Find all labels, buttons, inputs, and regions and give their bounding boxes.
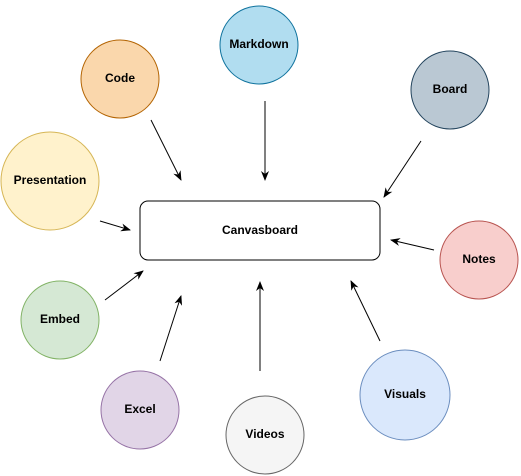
- node-presentation[interactable]: Presentation: [0, 131, 100, 231]
- edge-board-to-canvasboard: [383, 140, 422, 198]
- node-presentation-circle[interactable]: [0, 131, 100, 231]
- node-embed-label: Embed: [40, 312, 80, 326]
- node-notes-label: Notes: [462, 252, 496, 266]
- node-videos[interactable]: Videos: [225, 395, 305, 475]
- node-embed[interactable]: Embed: [20, 280, 100, 360]
- node-excel[interactable]: Excel: [100, 370, 180, 450]
- edge-notes-to-canvasboard: [390, 238, 435, 251]
- edge-excel-to-canvasboard: [159, 295, 183, 362]
- node-visuals-label: Visuals: [384, 387, 426, 401]
- node-videos-label: Videos: [245, 427, 284, 441]
- node-presentation-label: Presentation: [14, 173, 87, 187]
- node-visuals-circle[interactable]: [359, 349, 451, 441]
- node-board-label: Board: [433, 82, 468, 96]
- center-node[interactable]: Canvasboard: [139, 200, 381, 261]
- node-excel-label: Excel: [124, 402, 155, 416]
- node-notes-circle[interactable]: [439, 220, 519, 300]
- node-code-label: Code: [105, 71, 135, 85]
- node-markdown-circle[interactable]: [219, 5, 299, 85]
- center-node-box[interactable]: [139, 200, 381, 261]
- edge-visuals-to-canvasboard: [350, 280, 381, 342]
- node-excel-circle[interactable]: [100, 370, 180, 450]
- center-node-label: Canvasboard: [222, 223, 298, 237]
- node-markdown[interactable]: Markdown: [219, 5, 299, 85]
- node-markdown-label: Markdown: [229, 37, 288, 51]
- edge-embed-to-canvasboard: [104, 270, 144, 301]
- edge-code-to-canvasboard: [150, 119, 182, 181]
- node-videos-circle[interactable]: [225, 395, 305, 475]
- node-visuals[interactable]: Visuals: [359, 349, 451, 441]
- node-notes[interactable]: Notes: [439, 220, 519, 300]
- node-embed-circle[interactable]: [20, 280, 100, 360]
- edge-presentation-to-canvasboard: [99, 220, 131, 232]
- edges: [99, 101, 435, 371]
- node-board-circle[interactable]: [410, 50, 490, 130]
- node-board[interactable]: Board: [410, 50, 490, 130]
- node-code-circle[interactable]: [80, 39, 160, 119]
- node-code[interactable]: Code: [80, 39, 160, 119]
